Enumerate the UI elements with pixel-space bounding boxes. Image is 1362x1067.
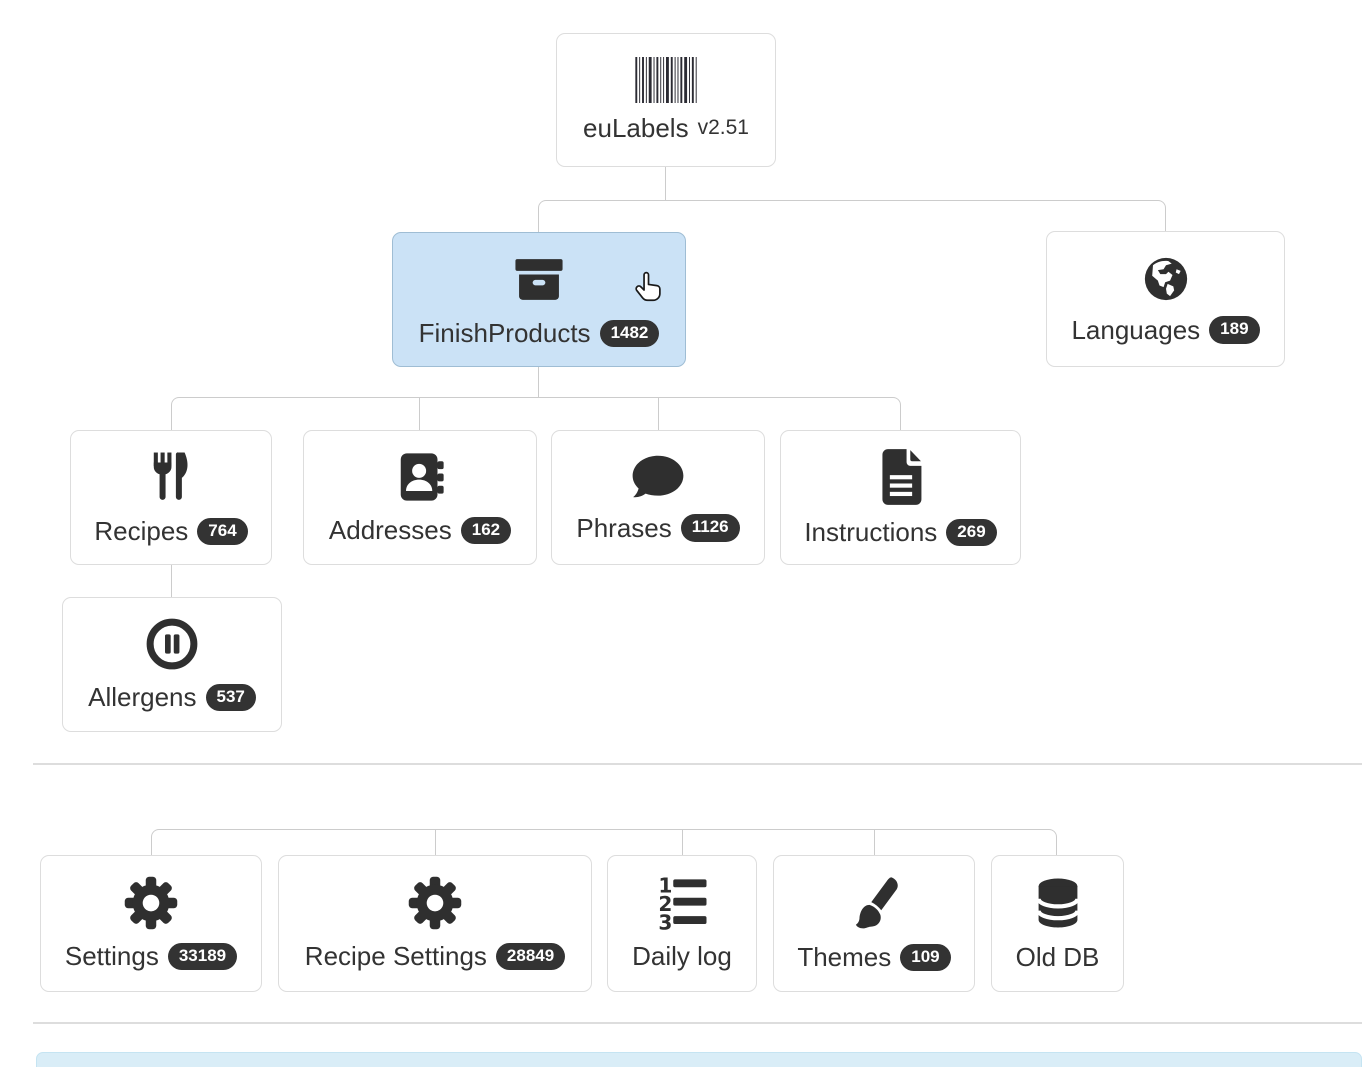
count-badge: 109: [900, 943, 951, 972]
node-themes[interactable]: Themes 109: [773, 855, 975, 992]
count-badge: 1126: [680, 514, 740, 542]
node-daily-log[interactable]: 1 2 3 Daily log: [607, 855, 757, 992]
connector-line: [419, 398, 420, 430]
paint-brush-icon: [845, 874, 903, 932]
node-label: Languages: [1071, 314, 1201, 345]
count-badge: 189: [1209, 316, 1260, 344]
svg-text:1: 1: [658, 875, 672, 898]
app-version: v2.51: [697, 116, 749, 139]
node-recipe-settings[interactable]: Recipe Settings 28849: [278, 855, 592, 992]
barcode-icon: [635, 56, 697, 103]
node-label: Old DB: [1015, 942, 1100, 972]
connector-line: [874, 830, 875, 855]
speech-bubble-icon: [629, 452, 687, 503]
connector-line: [171, 565, 172, 597]
node-settings[interactable]: Settings 33189: [40, 855, 262, 992]
node-addresses[interactable]: Addresses 162: [303, 430, 537, 565]
node-label: Recipes: [94, 516, 189, 546]
pause-circle-icon: [144, 616, 200, 672]
node-finishproducts[interactable]: FinishProducts 1482: [392, 232, 686, 367]
archive-box-icon: [510, 250, 568, 308]
node-label: FinishProducts: [418, 318, 591, 348]
count-badge: 269: [946, 518, 997, 547]
node-label: Addresses: [328, 515, 452, 545]
globe-icon: [1140, 253, 1192, 305]
section-divider: [33, 1022, 1362, 1024]
connector-line: [538, 367, 539, 397]
count-badge: 537: [205, 683, 256, 712]
node-label: Themes: [797, 942, 892, 972]
connector-line: [538, 200, 1166, 232]
info-alert-bar: [36, 1052, 1362, 1067]
node-label: Daily log: [632, 941, 732, 971]
count-badge: 162: [460, 516, 512, 545]
node-label: Allergens: [88, 682, 197, 712]
database-icon: [1031, 874, 1085, 932]
count-badge: 764: [197, 517, 248, 546]
node-label: Settings: [64, 941, 159, 971]
connector-line: [151, 829, 1057, 855]
count-badge: 33189: [167, 942, 238, 971]
node-label: Recipe Settings: [304, 941, 487, 971]
document-icon: [875, 447, 927, 507]
node-recipes[interactable]: Recipes 764: [70, 430, 272, 565]
numbered-list-icon: 1 2 3: [654, 875, 710, 931]
section-divider: [33, 763, 1362, 765]
connector-line: [658, 398, 659, 430]
node-allergens[interactable]: Allergens 537: [62, 597, 282, 732]
connector-line: [171, 397, 901, 430]
svg-text:3: 3: [658, 910, 672, 931]
node-old-db[interactable]: Old DB: [991, 855, 1124, 992]
node-instructions[interactable]: Instructions 269: [780, 430, 1021, 565]
count-badge: 28849: [495, 942, 566, 971]
node-label: euLabels: [583, 112, 689, 143]
address-book-icon: [392, 449, 448, 505]
svg-text:2: 2: [658, 892, 672, 916]
node-eulabels-root[interactable]: euLabels v2.51: [556, 33, 776, 167]
node-label: Instructions: [804, 517, 938, 547]
utensils-icon: [142, 448, 200, 506]
node-languages[interactable]: Languages 189: [1046, 231, 1285, 367]
connector-line: [682, 830, 683, 855]
gear-icon: [123, 875, 179, 931]
connector-line: [665, 167, 666, 200]
node-label: Phrases: [576, 512, 672, 543]
count-badge: 1482: [599, 319, 660, 348]
gear-icon: [407, 875, 463, 931]
node-phrases[interactable]: Phrases 1126: [551, 430, 765, 565]
connector-line: [435, 830, 436, 855]
